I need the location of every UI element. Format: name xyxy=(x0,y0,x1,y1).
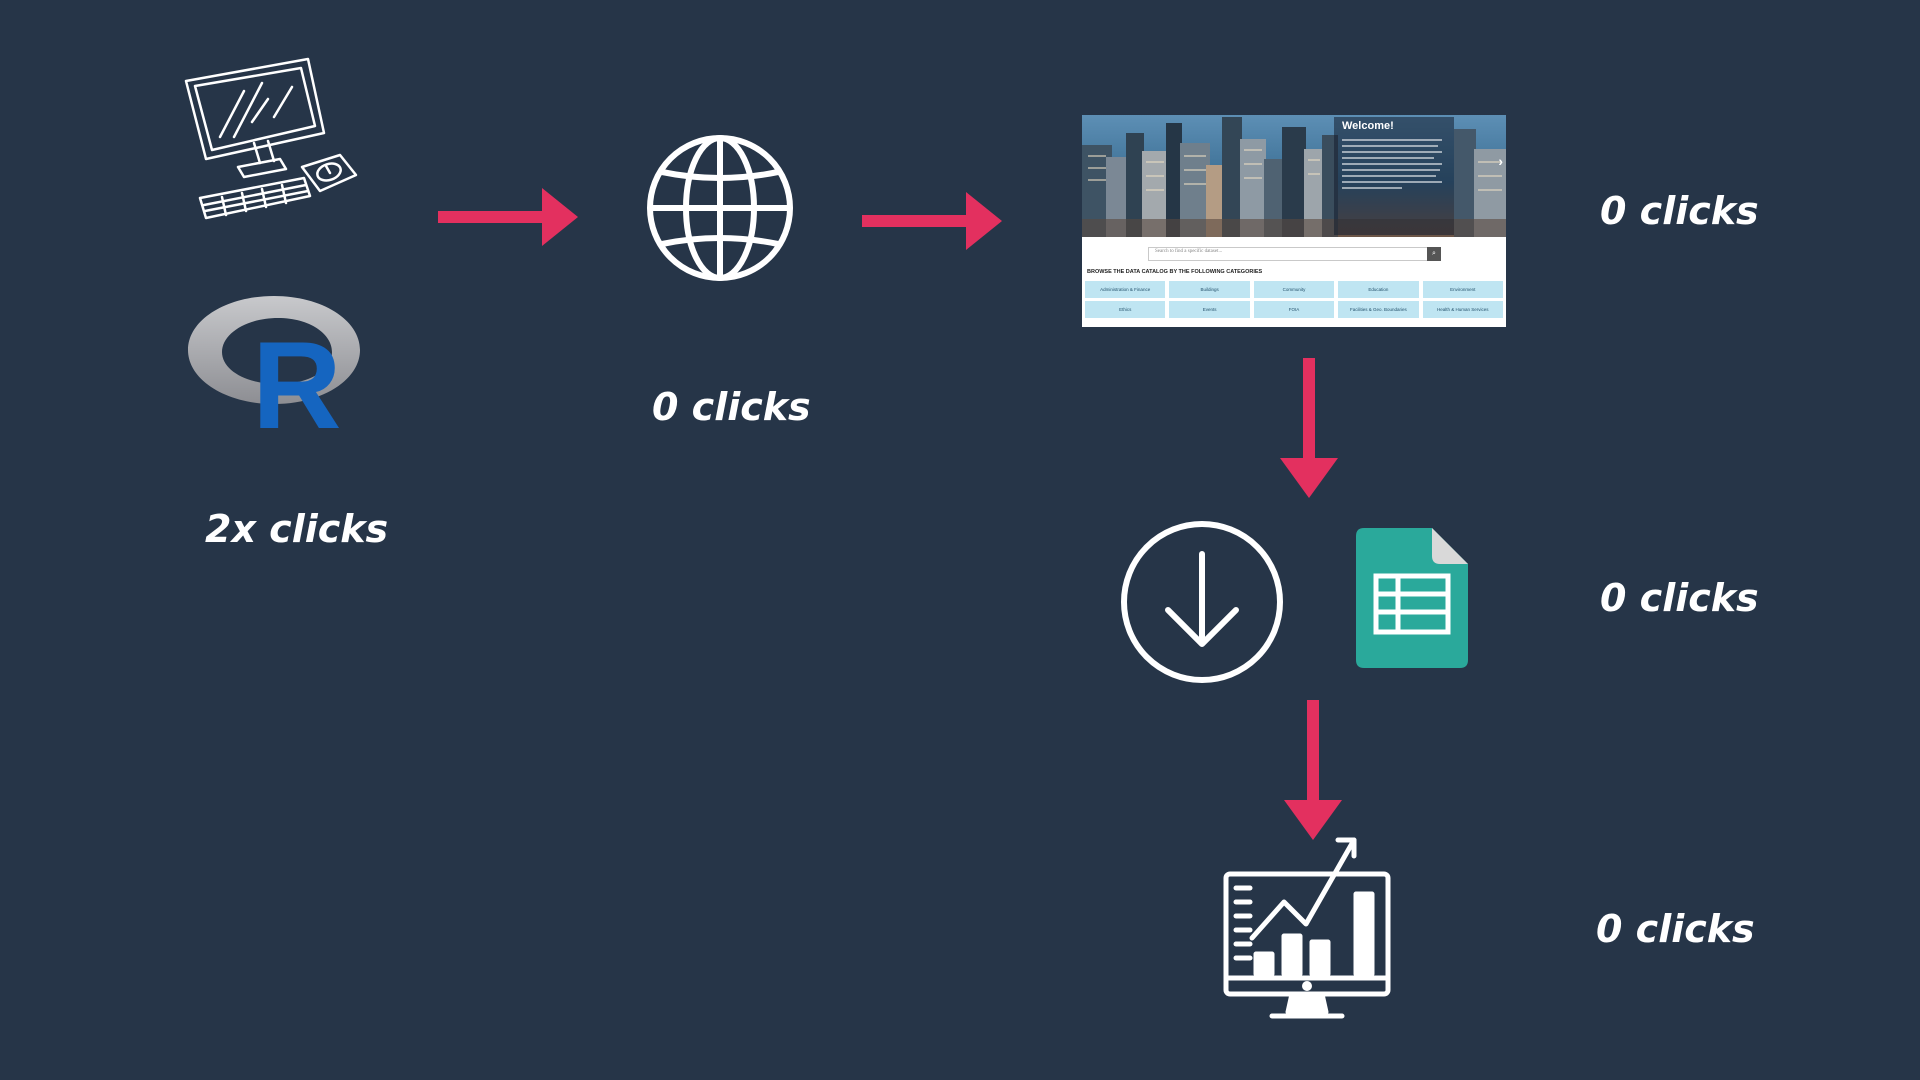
category-tile[interactable]: Environment xyxy=(1422,281,1503,298)
r-logo-icon: R xyxy=(186,294,362,455)
data-portal-screenshot: Welcome! › Search to find a specific dat… xyxy=(1082,115,1506,327)
category-tile[interactable]: Facilities & Geo. Boundaries xyxy=(1338,301,1419,318)
spreadsheet-file-icon xyxy=(1356,528,1468,668)
city-skyline-banner: Welcome! › xyxy=(1082,115,1506,237)
category-tile[interactable]: Community xyxy=(1253,281,1335,298)
dataset-search-input[interactable]: Search to find a specific dataset... xyxy=(1148,247,1428,261)
download-clicks-label: 0 clicks xyxy=(1600,576,1759,620)
category-tile[interactable]: Administration & Finance xyxy=(1085,281,1166,298)
arrow-down-icon xyxy=(1282,700,1344,842)
setup-clicks-label: 2x clicks xyxy=(205,507,389,551)
web-clicks-label: 0 clicks xyxy=(652,385,811,429)
dataset-search-placeholder: Search to find a specific dataset... xyxy=(1155,249,1223,254)
category-tile[interactable]: Events xyxy=(1169,301,1250,318)
category-tile[interactable]: Ethics xyxy=(1085,301,1166,318)
welcome-panel: Welcome! xyxy=(1334,117,1454,235)
portal-clicks-label: 0 clicks xyxy=(1600,189,1759,233)
analysis-clicks-label: 0 clicks xyxy=(1596,907,1755,951)
r-logo-letter: R xyxy=(252,317,342,455)
category-tile[interactable]: FOIA xyxy=(1253,301,1335,318)
browse-heading: BROWSE THE DATA CATALOG BY THE FOLLOWING… xyxy=(1087,269,1263,275)
analytics-monitor-icon xyxy=(1222,836,1392,1022)
category-tile[interactable]: Education xyxy=(1338,281,1419,298)
category-grid: Administration & Finance Buildings Commu… xyxy=(1085,281,1503,318)
globe-icon xyxy=(644,132,796,284)
category-tile[interactable]: Health & Human Services xyxy=(1422,301,1503,318)
computer-sketch-icon xyxy=(182,55,362,225)
download-icon xyxy=(1118,518,1286,686)
category-tile[interactable]: Buildings xyxy=(1169,281,1250,298)
arrow-down-icon xyxy=(1278,358,1340,500)
carousel-next-icon[interactable]: › xyxy=(1498,153,1503,169)
arrow-right-icon xyxy=(862,190,1004,252)
arrow-right-icon xyxy=(438,186,580,248)
search-icon[interactable]: ⌕ xyxy=(1427,247,1441,261)
welcome-title: Welcome! xyxy=(1342,120,1394,132)
